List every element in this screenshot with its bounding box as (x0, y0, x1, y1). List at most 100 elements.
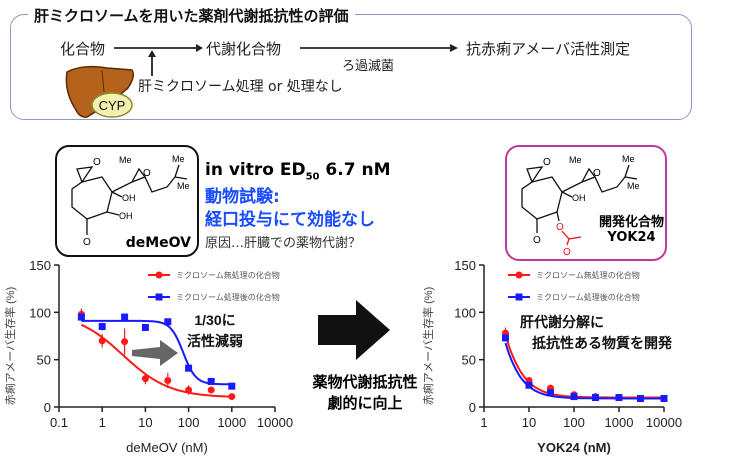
filter-label: ろ過滅菌 (342, 59, 395, 74)
ed50-text: in vitro ED50 6.7 nM (205, 160, 391, 183)
y-tick-label: 150 (454, 258, 476, 273)
data-point (164, 318, 172, 326)
x-tick-label: 100 (178, 415, 200, 430)
fit-curve-1 (504, 342, 664, 400)
data-point (228, 393, 236, 401)
flow-assay: 抗赤痢アメーバ活性測定 (466, 40, 631, 58)
treatment-label: 肝ミクロソーム処理 or 処理なし (138, 79, 343, 95)
x-axis-label: YOK24 (nM) (537, 440, 611, 455)
annotation: 抵抗性ある物質を開発 (532, 335, 673, 351)
legend-label: ミクロソーム処理後の化合物 (176, 292, 280, 302)
demeov-structure: O Me O Me Me OH OH O (71, 154, 190, 248)
legend-marker (155, 271, 163, 279)
flow-compound: 化合物 (60, 40, 106, 58)
section-title: 肝ミクロソームを用いた薬剤代謝抵抗性の評価 (28, 5, 355, 26)
x-tick-label: 1 (480, 415, 487, 430)
animal-test-label: 動物試験: (205, 187, 280, 207)
compound-name: deMeOV (125, 235, 191, 251)
x-tick-label: 10 (138, 415, 152, 430)
y-tick-label: 50 (462, 353, 476, 368)
svg-text:Me: Me (622, 154, 635, 164)
fit-curve-0 (80, 323, 232, 398)
data-point (185, 386, 193, 394)
x-tick-label: 10000 (257, 415, 293, 430)
oral-result: 経口投与にて効能なし (205, 210, 375, 230)
data-point (501, 334, 509, 342)
annotation: 活性減弱 (187, 333, 243, 349)
flow-metabolite: 代謝化合物 (206, 40, 282, 58)
data-point (525, 381, 533, 389)
y-axis-label: 赤痢アメーバ生存率 (%) (3, 287, 17, 406)
svg-text:Me: Me (119, 155, 132, 165)
svg-text:O: O (556, 222, 564, 233)
y-tick-label: 100 (454, 305, 476, 320)
x-tick-label: 1000 (605, 415, 634, 430)
x-tick-label: 100 (563, 415, 585, 430)
svg-text:O: O (543, 157, 551, 168)
data-point (591, 394, 599, 402)
y-tick-label: 100 (29, 305, 51, 320)
svg-text:O: O (593, 168, 601, 179)
demeov-structure-box: O Me O Me Me OH OH O deMeOV (55, 145, 199, 257)
x-axis-label: deMeOV (nM) (126, 440, 208, 455)
data-point (164, 376, 172, 384)
data-point (207, 386, 215, 394)
data-point (207, 377, 215, 385)
svg-text:O: O (93, 157, 101, 168)
legend-label: ミクロソーム無処理の化合物 (536, 270, 640, 280)
data-point (615, 394, 623, 402)
flow-arrow-1 (114, 44, 203, 76)
svg-text:OH: OH (122, 193, 136, 203)
data-point (185, 364, 193, 372)
x-tick-label: 0.1 (50, 415, 68, 430)
fit-curve-1 (81, 319, 232, 386)
data-point (141, 375, 149, 383)
data-point (636, 394, 644, 402)
legend-label: ミクロソーム無処理の化合物 (176, 270, 280, 280)
svg-text:Me: Me (172, 154, 185, 164)
svg-text:Me: Me (569, 155, 582, 165)
svg-text:O: O (143, 168, 151, 179)
gray-shift-arrow-icon (132, 340, 178, 366)
svg-text:O: O (533, 235, 541, 246)
svg-text:OH: OH (572, 193, 586, 203)
cause-text: 原因…肝臓での薬物代謝？ (205, 236, 362, 251)
svg-text:OH: OH (119, 211, 133, 221)
y-axis-label: 赤痢アメーバ生存率 (%) (421, 287, 435, 406)
data-point (98, 337, 106, 345)
data-point (121, 313, 129, 321)
annotation: 肝代謝分解に (520, 314, 604, 330)
x-tick-label: 1000 (217, 415, 246, 430)
annotation: 1/30に (194, 312, 235, 328)
y-tick-label: 0 (469, 400, 476, 415)
cyp-badge: CYP (99, 98, 126, 113)
svg-text:O: O (83, 237, 91, 248)
y-tick-label: 0 (44, 400, 51, 415)
data-point (121, 338, 129, 346)
y-tick-label: 150 (29, 258, 51, 273)
legend-marker (515, 271, 523, 279)
x-tick-label: 10 (522, 415, 536, 430)
svg-text:O: O (563, 247, 571, 258)
data-point (570, 393, 578, 401)
liver-icon: CYP (65, 65, 135, 118)
big-arrow-icon (318, 300, 390, 360)
demeov-chart: 0 50 100 150 0.1 1 10 100 1000 10000 deMeOV (nM) 赤痢… (3, 258, 293, 455)
data-point (77, 313, 85, 321)
svg-text:Me: Me (627, 181, 640, 191)
improvement-text: 薬物代謝抵抗性劇的に向上 (312, 373, 418, 412)
yok24-structure: O Me O Me Me OH O O O (521, 154, 640, 258)
data-point (98, 323, 106, 331)
x-tick-label: 10000 (646, 415, 682, 430)
data-point (660, 394, 668, 402)
legend-label: ミクロソーム処理後の化合物 (536, 292, 640, 302)
svg-text:Me: Me (177, 181, 190, 191)
flow-arrow-2 (300, 44, 458, 52)
x-tick-label: 1 (99, 415, 106, 430)
data-point (141, 323, 149, 331)
y-tick-label: 50 (37, 353, 51, 368)
